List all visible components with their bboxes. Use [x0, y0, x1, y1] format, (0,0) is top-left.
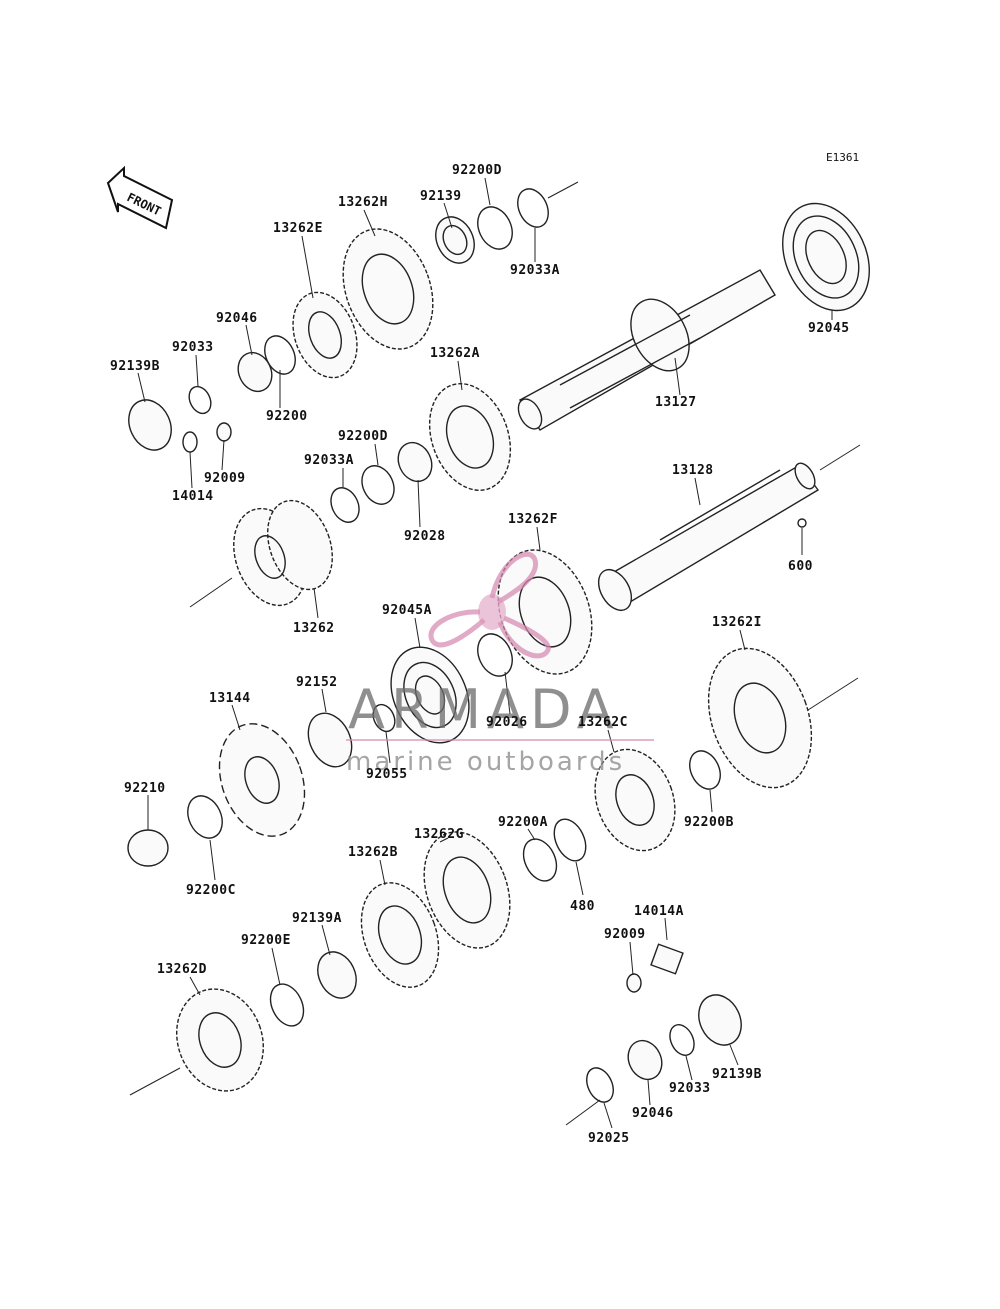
bushing-92028-icon [397, 441, 433, 483]
gear-13262A-icon [428, 383, 512, 491]
bushing-92139A-icon [317, 951, 357, 999]
bearing-92139B-icon [128, 399, 172, 451]
washer-92200D-mid-icon [361, 465, 395, 505]
part-label-92152: 92152 [296, 675, 338, 690]
part-label-92200B: 92200B [684, 815, 734, 830]
input-shaft-13128-icon [597, 462, 820, 611]
washer-92200E-icon [269, 983, 305, 1027]
part-label-92033A-mid: 92033A [304, 453, 354, 468]
part-label-92139A: 92139A [292, 911, 342, 926]
gear-13262E-icon [292, 291, 358, 379]
washer-92200A-icon [522, 838, 558, 882]
parts-drawings [127, 177, 870, 1129]
part-label-13262B: 13262B [348, 845, 398, 860]
gear-13262C-icon [594, 748, 676, 852]
part-label-13262H: 13262H [338, 195, 388, 210]
part-label-13262E: 13262E [273, 221, 323, 236]
part-label-92139B-top: 92139B [110, 359, 160, 374]
propeller-logo-icon [428, 551, 551, 659]
part-label-92139B-bot: 92139B [712, 1067, 762, 1082]
part-label-92028: 92028 [404, 529, 446, 544]
gear-13262I-icon [707, 647, 813, 789]
sprocket-13144-icon [218, 723, 306, 837]
part-label-13262C: 13262C [578, 715, 628, 730]
part-label-14014: 14014 [172, 489, 214, 504]
circlip-92033-icon [188, 385, 212, 415]
washer-92200D-icon [477, 206, 513, 250]
oring-92055-icon [372, 703, 396, 733]
part-label-92046-bot: 92046 [632, 1106, 674, 1121]
gear-13262-icon [233, 499, 333, 607]
plate-14014-icon [182, 431, 198, 453]
part-label-92200D-top: 92200D [452, 163, 502, 178]
gear-13262G-icon [423, 831, 511, 949]
part-label-92026: 92026 [486, 715, 528, 730]
part-label-13144: 13144 [209, 691, 251, 706]
part-label-92210: 92210 [124, 781, 166, 796]
part-label-92033A-top: 92033A [510, 263, 560, 278]
washer-92026-icon [477, 633, 513, 677]
watermark-tagline: marine outboards [346, 747, 625, 777]
bearing-92139B-bot-icon [698, 994, 742, 1046]
bearing-92045-icon [782, 202, 870, 312]
part-label-480: 480 [570, 899, 595, 914]
gear-13262H-icon [342, 228, 434, 350]
needle-bearing-92139-icon [435, 216, 475, 264]
part-label-92009-top: 92009 [204, 471, 246, 486]
bolt-92009-icon [216, 422, 232, 442]
part-label-92046-top: 92046 [216, 311, 258, 326]
ring-480-icon [553, 818, 587, 862]
bolt-92009-bot-icon [626, 973, 642, 993]
part-label-92200D-mid: 92200D [338, 429, 388, 444]
part-label-92033-top: 92033 [172, 340, 214, 355]
part-label-13127: 13127 [655, 395, 697, 410]
washer-92025-icon [586, 1067, 614, 1103]
plate-14014A-icon [650, 943, 684, 975]
output-shaft-13127-icon [517, 269, 776, 431]
part-label-92009-bot: 92009 [604, 927, 646, 942]
part-label-13262: 13262 [293, 621, 335, 636]
part-label-13262F: 13262F [508, 512, 558, 527]
part-label-13128: 13128 [672, 463, 714, 478]
armada-watermark-logo: ARMADA marine outboards [346, 551, 654, 777]
axis-arrows [129, 181, 861, 1126]
part-label-92055: 92055 [366, 767, 408, 782]
needle-bearing-92046-icon [237, 351, 273, 393]
gear-13262D-icon [176, 988, 264, 1092]
part-label-600: 600 [788, 559, 813, 574]
circlip-92033A-mid-icon [330, 487, 360, 523]
part-label-92200C: 92200C [186, 883, 236, 898]
part-labels: 92200D 92139 13262H 92033A 13262E 92046 … [110, 163, 850, 1146]
part-label-92200: 92200 [266, 409, 308, 424]
watermark-brand: ARMADA [348, 678, 620, 741]
leader-lines [137, 177, 833, 1129]
part-label-13262A: 13262A [430, 346, 480, 361]
part-label-92045A: 92045A [382, 603, 432, 618]
washer-92200B-icon [689, 750, 721, 790]
part-label-92033-bot: 92033 [669, 1081, 711, 1096]
part-label-92139: 92139 [420, 189, 462, 204]
nut-92210-icon [127, 829, 169, 867]
part-label-14014A: 14014A [634, 904, 684, 919]
part-label-92025: 92025 [588, 1131, 630, 1146]
diagram-code: E1361 [826, 151, 859, 164]
part-label-13262I: 13262I [712, 615, 762, 630]
washer-92200C-icon [187, 795, 223, 839]
collar-92152-icon [307, 712, 353, 768]
part-label-13262D: 13262D [157, 962, 207, 977]
needle-bearing-92046-bot-icon [627, 1039, 663, 1081]
part-label-92045: 92045 [808, 321, 850, 336]
part-label-92200E: 92200E [241, 933, 291, 948]
circlip-92033-bot-icon [669, 1024, 695, 1056]
gear-13262B-icon [360, 882, 440, 988]
front-arrow-icon: FRONT [106, 165, 174, 230]
part-label-13262G: 13262G [414, 827, 464, 842]
circlip-92033A-icon [517, 188, 549, 228]
part-label-92200A: 92200A [498, 815, 548, 830]
ball-600-icon [797, 518, 807, 528]
